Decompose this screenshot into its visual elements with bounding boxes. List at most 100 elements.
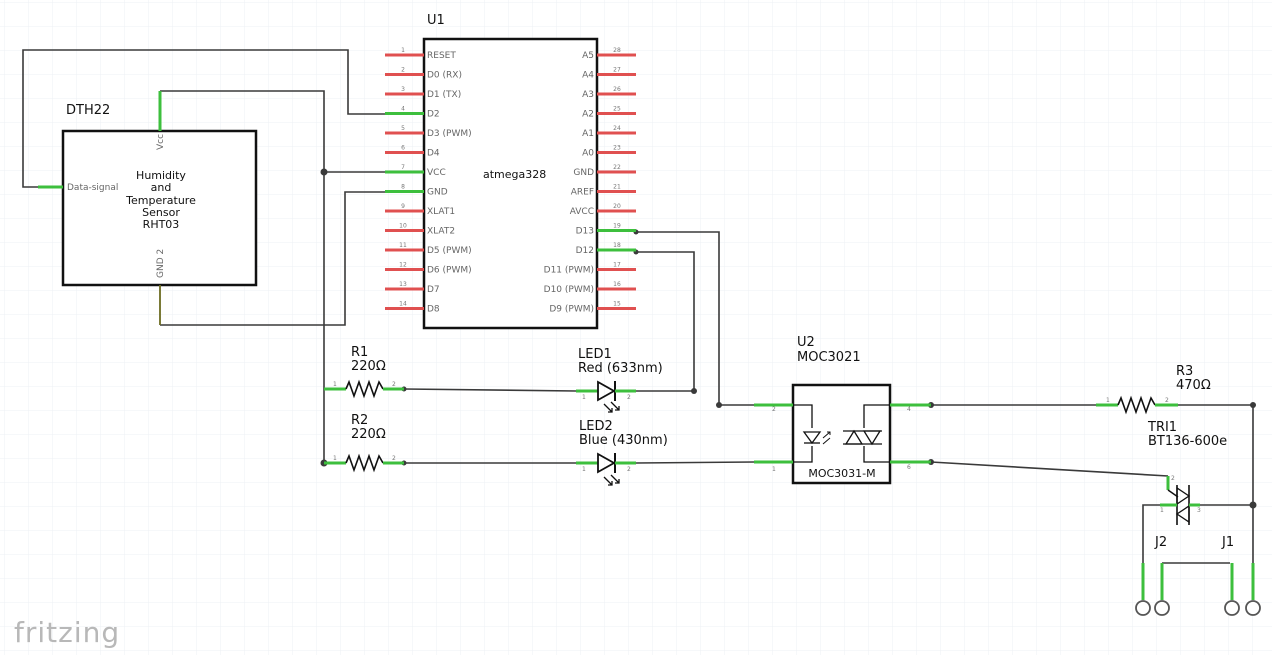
led1-pin2-num: 2 bbox=[627, 394, 631, 401]
led1-emission-arrows bbox=[603, 401, 620, 413]
u1-pin-label: D11 (PWM) bbox=[544, 266, 594, 276]
u1-pin-number: 16 bbox=[613, 281, 621, 288]
j2-connector[interactable]: J2 bbox=[1135, 535, 1170, 616]
u1-pin-label: D13 bbox=[576, 227, 594, 237]
u1-pin-number: 20 bbox=[613, 203, 621, 210]
u2-name: MOC3021 bbox=[797, 350, 861, 365]
tri1-pin2-num: 2 bbox=[1171, 475, 1175, 482]
wire-u2-gate[interactable] bbox=[930, 461, 1169, 477]
r2-pin2-num: 2 bbox=[392, 455, 396, 462]
led2-desc: Blue (430nm) bbox=[579, 433, 668, 448]
wire-gnd[interactable] bbox=[160, 191, 385, 326]
led2-triangle bbox=[597, 452, 616, 474]
junction-dot bbox=[320, 168, 328, 176]
u2-triac-leads bbox=[863, 404, 890, 463]
j2-ref: J2 bbox=[1154, 535, 1167, 550]
u1-pin-label: D10 (PWM) bbox=[544, 285, 594, 295]
dth22-pin-vcc-label: Vcc bbox=[156, 134, 166, 150]
u1-pin-label: D3 (PWM) bbox=[427, 129, 472, 139]
tri1-triac[interactable]: TRI1 BT136-600e 1 2 3 bbox=[1147, 420, 1227, 525]
u1-pin-number: 12 bbox=[399, 262, 407, 269]
j2-terminal bbox=[1135, 600, 1151, 616]
u1-pin-label: D7 bbox=[427, 285, 440, 295]
u1-pin-label: D12 bbox=[576, 246, 594, 256]
u1-pin-number: 2 bbox=[401, 67, 405, 74]
r1-pin1-num: 1 bbox=[333, 381, 337, 388]
u1-pin-label: RESET bbox=[427, 51, 456, 61]
r3-pin2-num: 2 bbox=[1165, 397, 1169, 404]
j1-terminal bbox=[1245, 600, 1261, 616]
wire-d13-u2[interactable] bbox=[636, 231, 754, 406]
dth22-ref: DTH22 bbox=[66, 103, 110, 118]
u1-pin-number: 14 bbox=[399, 301, 407, 308]
u1-pin-number: 19 bbox=[613, 223, 621, 230]
u1-pin-number: 5 bbox=[401, 125, 405, 132]
junction-dots bbox=[320, 168, 1257, 509]
u1-pin-label: XLAT1 bbox=[427, 207, 455, 217]
u1-pin-label: A5 bbox=[582, 51, 594, 61]
u2-part: MOC3031-M bbox=[808, 467, 875, 480]
u2-light-arrows bbox=[822, 431, 831, 445]
u1-pin-label: A0 bbox=[582, 149, 594, 159]
u1-pin-number: 28 bbox=[613, 47, 621, 54]
u1-body bbox=[422, 37, 599, 330]
junction-dot bbox=[691, 388, 697, 394]
j2-terminal bbox=[1154, 600, 1170, 616]
r2-resistor[interactable]: R2 220Ω 1 2 bbox=[324, 413, 404, 473]
r2-value: 220Ω bbox=[351, 427, 386, 442]
j1-terminal bbox=[1224, 600, 1240, 616]
u2-triac-tri-down bbox=[862, 430, 882, 446]
junction-dot bbox=[1249, 501, 1257, 509]
led1[interactable]: LED1 Red (633nm) 1 2 bbox=[576, 347, 663, 413]
u2-led-leads bbox=[793, 404, 813, 463]
u1-name: atmega328 bbox=[483, 168, 546, 181]
r1-resistor[interactable]: R1 220Ω 1 2 bbox=[324, 345, 404, 399]
u1-pin-number: 7 bbox=[401, 164, 405, 171]
u1-pin-label: D0 (RX) bbox=[427, 71, 462, 81]
u1-pin-number: 1 bbox=[401, 47, 405, 54]
u1-pin-number: 24 bbox=[613, 125, 621, 132]
u2-led-symbol bbox=[802, 431, 822, 445]
u1-pin-number: 13 bbox=[399, 281, 407, 288]
dth22-sensor[interactable]: DTH22 Humidity and Temperature Sensor RH… bbox=[38, 91, 258, 325]
dth22-line: and bbox=[151, 181, 172, 194]
u1-pin-number: 9 bbox=[401, 203, 405, 210]
led1-ref: LED1 bbox=[578, 347, 612, 362]
r2-ref: R2 bbox=[351, 413, 368, 428]
u2-optocoupler[interactable]: U2 MOC3021 2 1 4 6 MOC3031-M bbox=[754, 335, 931, 485]
u1-pin-number: 18 bbox=[613, 242, 621, 249]
dth22-pin-data-label: Data-signal bbox=[67, 183, 118, 193]
u1-pin-label: D9 (PWM) bbox=[549, 305, 594, 315]
wire-tri-j2[interactable] bbox=[1142, 504, 1160, 563]
u1-right-pins: 28A527A426A325A224A123A022GND21AREF20AVC… bbox=[544, 47, 636, 315]
tri1-ref: TRI1 bbox=[1147, 420, 1177, 435]
r1-zigzag bbox=[345, 379, 384, 399]
u1-pin-number: 11 bbox=[399, 242, 407, 249]
wire-led1-d12[interactable] bbox=[636, 251, 695, 392]
led1-triangle bbox=[597, 380, 616, 402]
wire-r1-led1[interactable] bbox=[403, 388, 577, 392]
u1-pin-number: 22 bbox=[613, 164, 621, 171]
wire-led2-u2[interactable] bbox=[635, 461, 755, 464]
led2-pin2-num: 2 bbox=[627, 466, 631, 473]
u2-pin6-num: 6 bbox=[907, 464, 911, 471]
u1-pin-label: A4 bbox=[582, 71, 594, 81]
wire-vcc-top[interactable] bbox=[160, 90, 385, 173]
u1-pin-number: 3 bbox=[401, 86, 405, 93]
u2-body bbox=[791, 383, 892, 485]
led2[interactable]: LED2 Blue (430nm) 1 2 bbox=[576, 419, 668, 486]
wire-d2-data[interactable] bbox=[22, 49, 385, 188]
j1-connector[interactable]: J1 bbox=[1221, 535, 1261, 616]
fritzing-logo: fritzing bbox=[14, 616, 120, 649]
u1-pin-number: 17 bbox=[613, 262, 621, 269]
u1-pin-number: 25 bbox=[613, 106, 621, 113]
u1-pin-label: A1 bbox=[582, 129, 594, 139]
u2-ref: U2 bbox=[797, 335, 815, 350]
u2-pin2-num: 2 bbox=[772, 406, 776, 413]
tri1-name: BT136-600e bbox=[1148, 434, 1227, 449]
r3-resistor[interactable]: R3 470Ω 1 2 bbox=[1096, 364, 1211, 415]
